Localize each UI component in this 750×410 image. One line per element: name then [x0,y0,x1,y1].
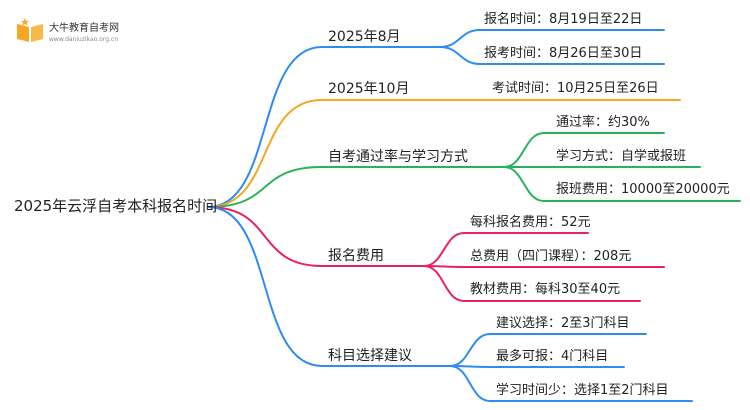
connector-subj-leaf-0 [449,333,647,367]
logo-url: www.daniuzikao.org.cn [49,36,119,43]
leaf-study-method[interactable]: 学习方式：自学或报班 [556,149,687,164]
logo-title: 大牛教育自考网 [49,23,119,34]
connector-aug [207,46,441,208]
leaf-subj-max[interactable]: 最多可报：4门科目 [496,349,609,364]
connector-fee-leaf-0 [423,232,589,267]
connector-subj-leaf-2 [449,365,693,402]
leaf-class-fee[interactable]: 报班费用：10000至20000元 [556,182,730,197]
branch-pass-rate-study[interactable]: 自考通过率与学习方式 [328,149,468,165]
branch-subject-advice[interactable]: 科目选择建议 [328,348,412,364]
leaf-fee-per-subject[interactable]: 每科报名费用：52元 [470,215,591,230]
leaf-subj-little-time[interactable]: 学习时间少：选择1至2门科目 [496,383,669,398]
connector-aug-leaf-1 [439,46,665,65]
connector-subj-leaf-1 [449,365,625,368]
connector-fee-leaf-1 [423,265,665,268]
leaf-pass-rate[interactable]: 通过率：约30% [556,115,650,130]
leaf-oct-exam[interactable]: 考试时间：10月25日至26日 [492,81,659,96]
connector-oct [207,99,479,208]
branch-2025-aug[interactable]: 2025年8月 [328,29,401,45]
root-node[interactable]: 2025年云浮自考本科报名时间 [14,197,218,215]
branch-2025-oct[interactable]: 2025年10月 [328,81,410,97]
connector-fee [207,206,425,267]
connector-subj [207,206,451,367]
leaf-fee-books[interactable]: 教材费用：每科30至40元 [470,282,621,297]
leaf-subj-suggest[interactable]: 建议选择：2至3门科目 [496,316,630,331]
connector-fee-leaf-2 [423,265,641,302]
open-book-icon [17,18,43,42]
leaf-aug-register[interactable]: 报名时间：8月19日至22日 [484,12,643,27]
leaf-fee-total[interactable]: 总费用（四门课程）：208元 [470,249,632,264]
connector-aug-leaf-0 [439,29,665,48]
connector-rate-leaf-0 [503,132,665,168]
connector-rate-leaf-2 [503,166,741,202]
connector-rate [207,166,505,208]
logo: 大牛教育自考网 www.daniuzikao.org.cn [15,18,119,44]
branch-registration-fee[interactable]: 报名费用 [328,248,384,264]
leaf-aug-apply[interactable]: 报考时间：8月26日至30日 [484,46,643,61]
